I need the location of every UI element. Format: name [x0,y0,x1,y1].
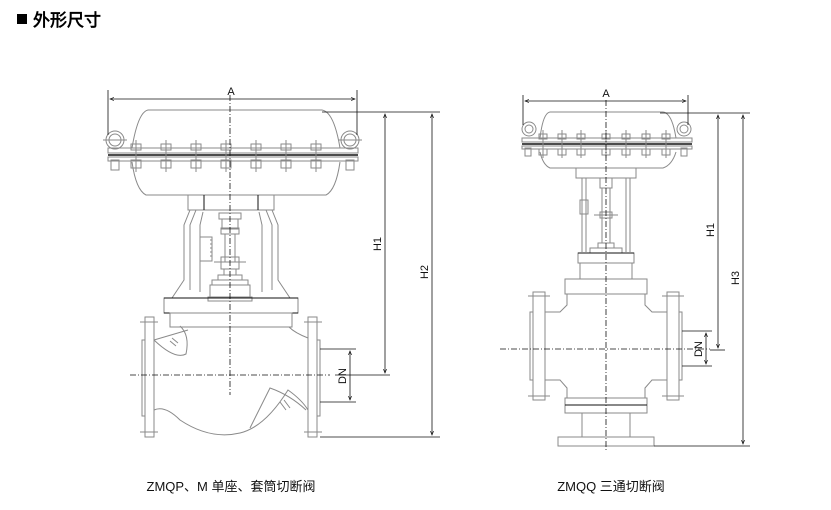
three-way-valve-drawing: A H1 H3 DN ZMQQ 三通切断阀 [500,88,750,494]
left-dimension-dn: DN [320,348,356,403]
left-dim-a-label: A [227,86,235,98]
left-valve-body [140,316,322,438]
left-actuator [103,109,362,196]
right-caption: ZMQQ 三通切断阀 [557,479,665,494]
left-caption: ZMQP、M 单座、套筒切断阀 [147,479,316,494]
right-dim-dn-label: DN [693,341,705,357]
left-bonnet [163,297,299,328]
left-dim-dn-label: DN [337,368,349,384]
left-yoke [171,194,291,302]
right-dim-h3-label: H3 [730,271,742,285]
right-dim-a-label: A [602,88,610,100]
right-dimension-a: A [522,88,689,125]
right-dimension-dn: DN [682,330,712,367]
section-title-text: 外形尺寸 [33,11,101,31]
right-actuator [521,111,693,169]
left-dimension-a: A [107,86,358,135]
section-title: 外形尺寸 [17,6,101,31]
left-dim-h2-label: H2 [419,265,431,279]
left-dimension-heights: H1 H2 [320,111,440,438]
left-dim-h1-label: H1 [372,237,384,251]
bullet-square-icon [17,13,27,24]
right-dimension-heights: H1 H3 [654,112,750,447]
right-dim-h1-label: H1 [705,223,717,237]
single-seat-valve-drawing: A H1 H2 DN ZMQP、M 单座、套筒切断阀 [103,86,440,494]
